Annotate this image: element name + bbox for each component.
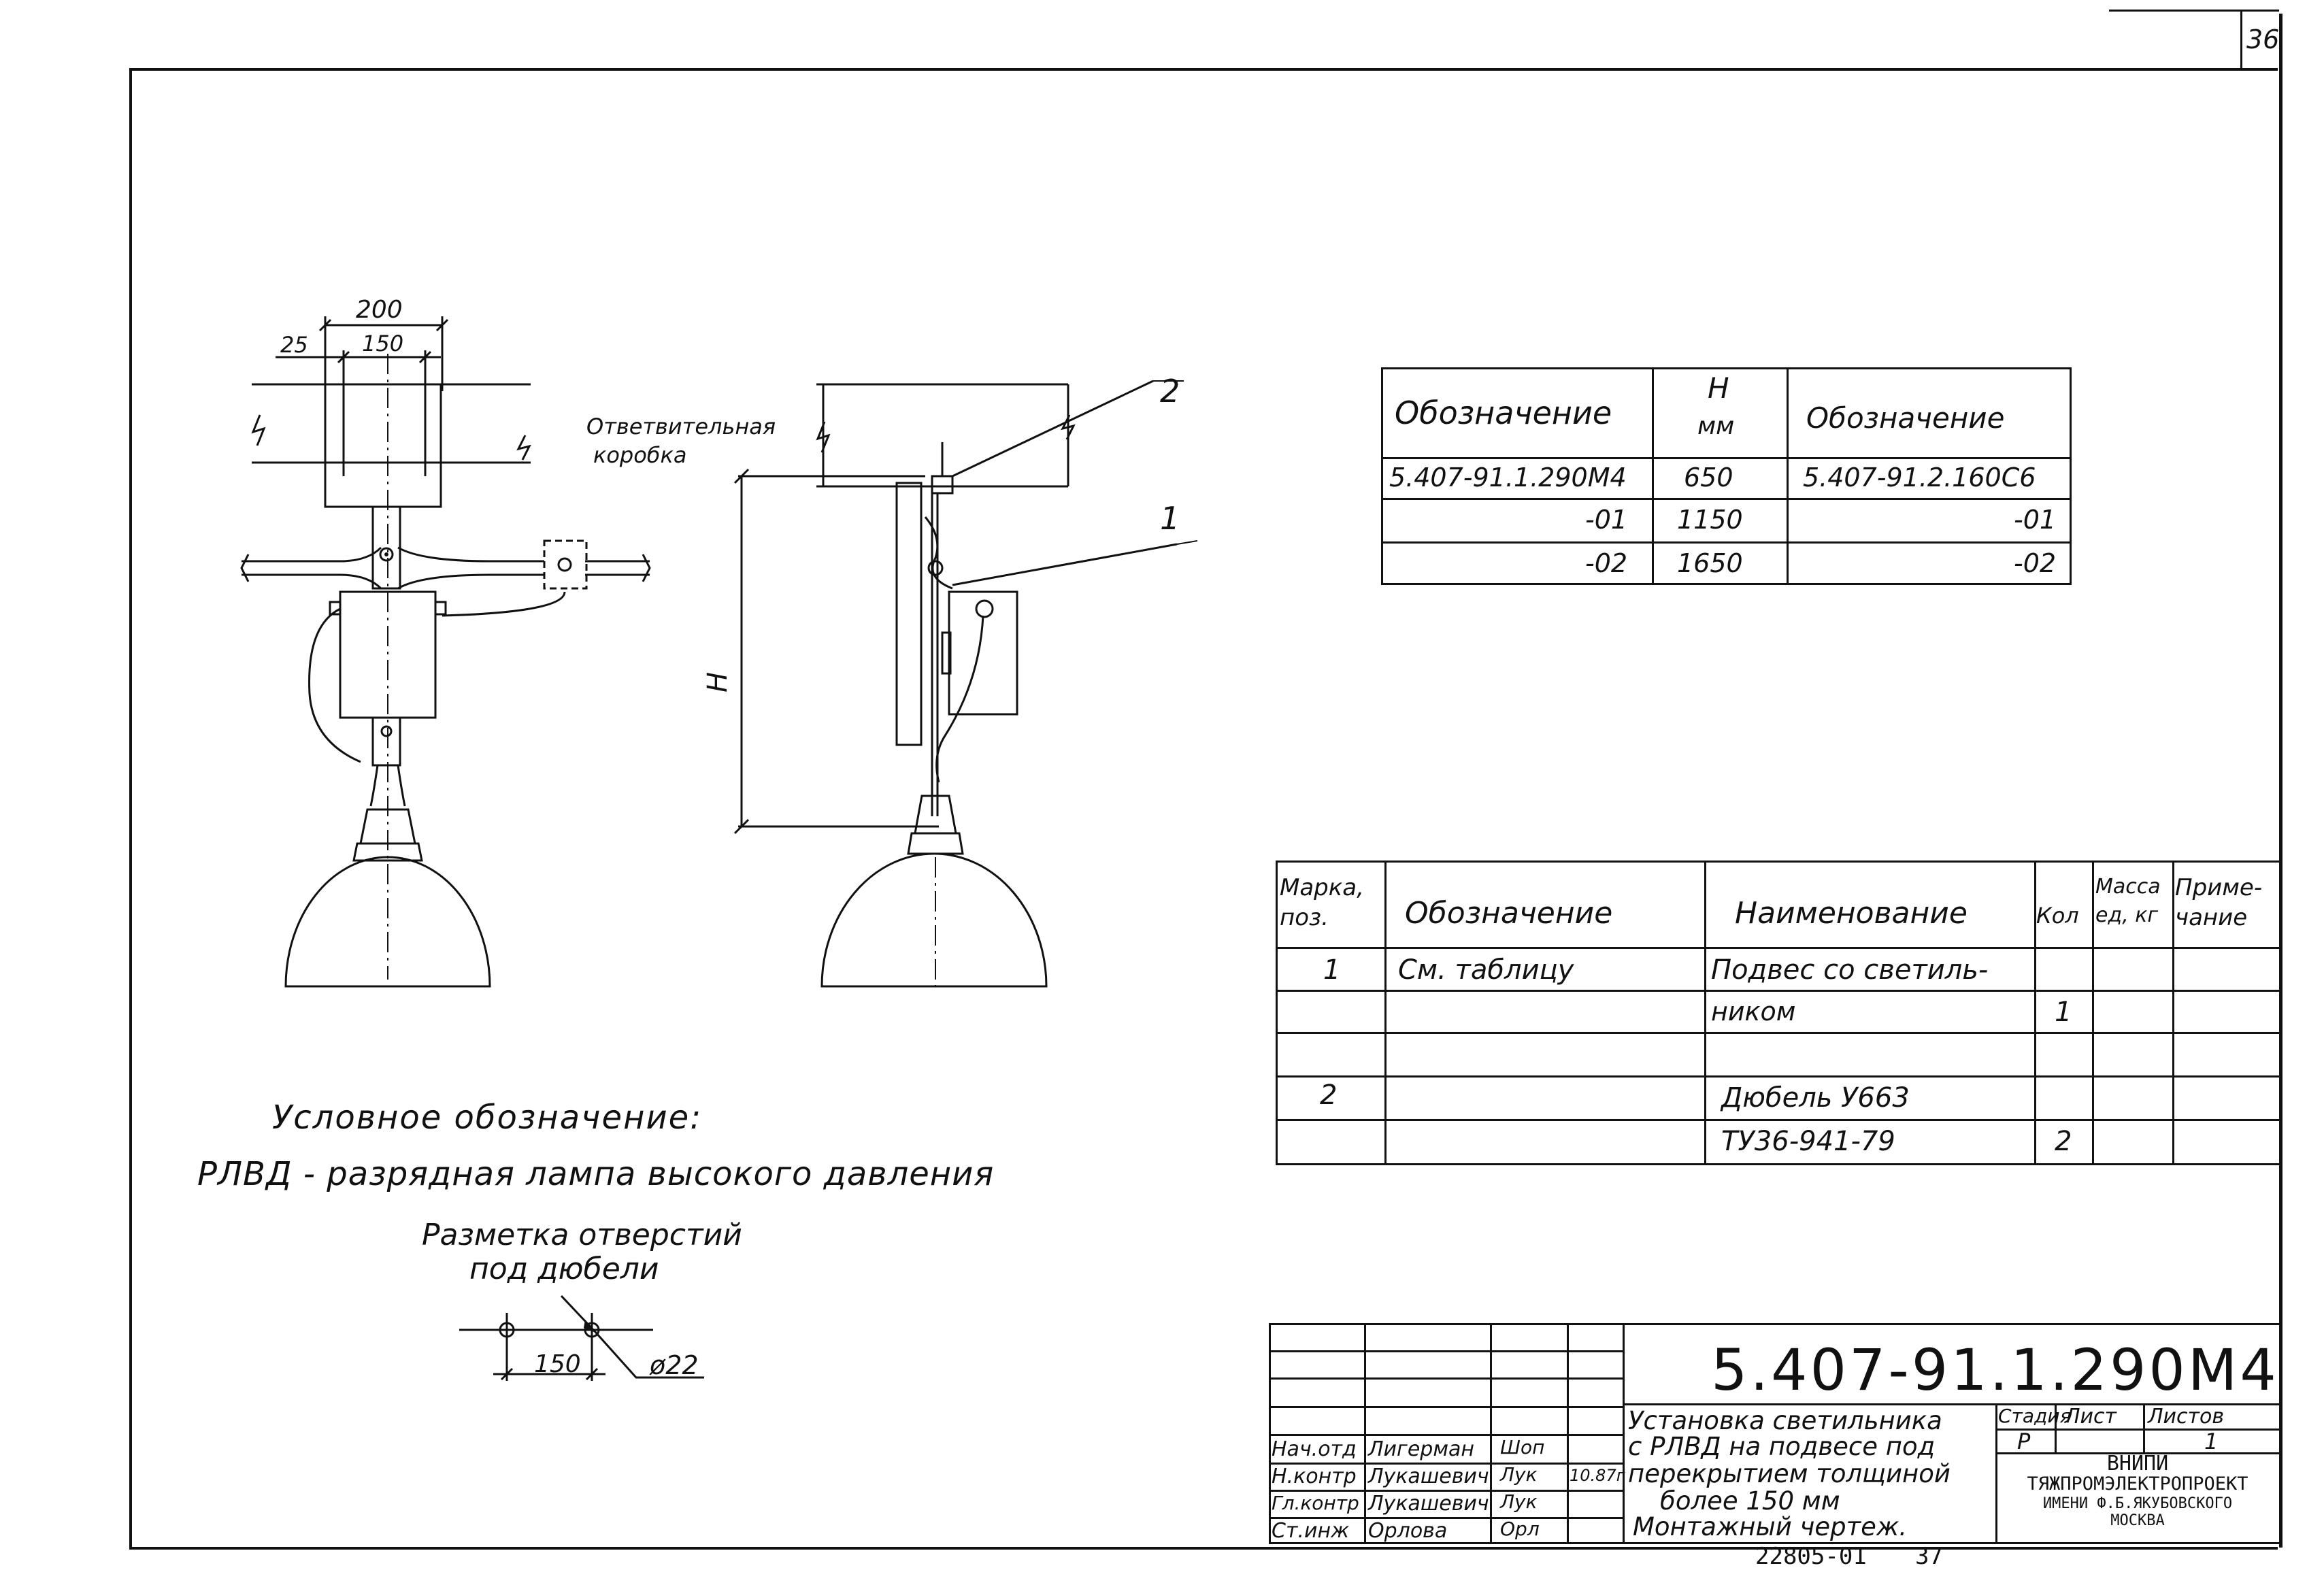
signer-2-role: Н.контр [1272, 1465, 1357, 1488]
callout-1: 1 [1160, 500, 1180, 537]
org-line-3: ИМЕНИ Ф.Б.ЯКУБОВСКОГО [2042, 1495, 2233, 1512]
spec-header-mark: Марка, поз. [1280, 874, 1364, 931]
spec-header-designation: Обозначение [1405, 896, 1613, 931]
org-line-4: МОСКВА [2110, 1512, 2165, 1529]
h-table-row1-code2: 5.407-91.2.160С6 [1803, 463, 2036, 492]
spec-row2-name: ником [1711, 997, 1796, 1026]
title-block: 5.407-91.1.290М4 Установка светильника с… [1269, 1323, 2279, 1548]
legend-text: РЛВД - разрядная лампа высокого давления [197, 1155, 995, 1193]
signer-1-role: Нач.отд [1272, 1437, 1357, 1461]
signer-4-name: Орлова [1368, 1519, 1448, 1543]
callout-2: 2 [1160, 373, 1180, 410]
title-line-5: Монтажный чертеж. [1633, 1512, 1908, 1541]
h-table-row1-code: 5.407-91.1.290М4 [1389, 463, 1627, 492]
signer-2-name: Лукашевич [1368, 1465, 1489, 1488]
spec-row5-name: ТУ36-941-79 [1721, 1126, 1895, 1157]
spec-row5-qty: 2 [2055, 1126, 2072, 1157]
signer-2-date: 10.87г [1570, 1466, 1625, 1485]
holes-spacing: 150 [534, 1350, 581, 1378]
title-line-1: Установка светильника [1628, 1406, 1942, 1435]
drawing-frame [129, 68, 2278, 1550]
h-table-row2-code: -01 [1585, 505, 1628, 535]
spec-header-name: Наименование [1735, 896, 1968, 931]
height-table: Обозначение H мм Обозначение 5.407-91.1.… [1381, 367, 2072, 585]
sheet-box-left [2240, 10, 2242, 68]
archive-number: 22805-01 [1755, 1543, 1867, 1570]
h-table-row3-code: -02 [1585, 548, 1628, 578]
junction-box-shape [543, 539, 588, 590]
frame-right-border [2279, 14, 2282, 1548]
spec-header-note: Приме- чание [2175, 874, 2263, 931]
h-table-row2-code2: -01 [2014, 505, 2057, 535]
signer-4-role: Ст.инж [1272, 1519, 1350, 1543]
org-line-1: ВНИПИ [2106, 1452, 2169, 1475]
stage-value: Р [2017, 1429, 2031, 1454]
holes-diameter: ø22 [650, 1350, 699, 1380]
h-table-header-designation: Обозначение [1395, 395, 1612, 431]
h-table-row1-h: 650 [1684, 463, 1733, 492]
document-code: 5.407-91.1.290М4 [1711, 1337, 2279, 1403]
side-mounting-strip [895, 482, 923, 746]
spec-row4-pos: 2 [1320, 1080, 1338, 1111]
signer-3-signature: Лук [1500, 1490, 1538, 1513]
spec-row1-pos: 1 [1323, 954, 1341, 986]
h-table-row3-code2: -02 [2014, 548, 2057, 578]
h-table-row3-h: 1650 [1677, 548, 1743, 578]
holes-title-line1: Разметка отверстий [422, 1218, 742, 1252]
signer-2-signature: Лук [1500, 1463, 1538, 1486]
h-table-header-designation-2: Обозначение [1806, 401, 2005, 435]
title-line-2: с РЛВД на подвесе под [1628, 1432, 1936, 1461]
signer-3-name: Лукашевич [1368, 1492, 1489, 1516]
specification-table: Марка, поз. Обозначение Наименование Кол… [1276, 861, 2279, 1167]
sheets-value: 1 [2204, 1429, 2219, 1454]
dim-total-width: 200 [356, 296, 403, 324]
junction-box-label-2: коробка [593, 442, 687, 468]
signer-3-role: Гл.контр [1272, 1492, 1359, 1514]
signer-1-signature: Шоп [1500, 1436, 1545, 1458]
front-shade [284, 856, 491, 988]
h-table-header-unit: мм [1697, 412, 1735, 440]
signer-1-name: Лигерман [1368, 1437, 1474, 1461]
sheet-label: Лист [2065, 1405, 2117, 1429]
holes-title-line2: под дюбели [469, 1252, 659, 1286]
frame-top-stub [2109, 10, 2279, 12]
spec-header-qty: Кол [2036, 903, 2079, 929]
sheet-number: 36 [2246, 24, 2280, 54]
signer-4-signature: Орл [1500, 1518, 1540, 1540]
organization-name: ВНИПИ ТЯЖПРОМЭЛЕКТРОПРОЕКТ ИМЕНИ Ф.Б.ЯКУ… [1998, 1454, 2277, 1529]
title-line-3: перекрытием толщиной [1628, 1459, 1950, 1488]
side-shade [820, 852, 1048, 988]
title-line-4: более 150 мм [1660, 1486, 1840, 1516]
h-table-header-h: H [1708, 371, 1729, 405]
archive-page: 37 [1915, 1543, 1943, 1570]
junction-box-label-1: Ответвительная [586, 414, 776, 439]
dim-anchor-spacing: 150 [362, 331, 404, 356]
stage-label: Стадия [1998, 1405, 2072, 1427]
legend-title: Условное обозначение: [272, 1099, 703, 1137]
spec-row2-qty: 1 [2055, 997, 2072, 1028]
org-line-2: ТЯЖПРОМЭЛЕКТРОПРОЕКТ [2027, 1473, 2248, 1494]
h-table-row2-h: 1150 [1677, 505, 1743, 535]
dim-left-offset: 25 [280, 332, 308, 358]
spec-row1-name: Подвес со светиль- [1711, 954, 1989, 986]
spec-row1-designation: См. таблицу [1398, 954, 1574, 986]
spec-header-mass: Масса ед, кг [2095, 875, 2161, 927]
sheets-label: Листов [2148, 1405, 2225, 1429]
spec-row4-name: Дюбель У663 [1721, 1082, 1910, 1114]
side-ballast-box [948, 590, 1018, 716]
height-dimension-label: H [702, 671, 734, 693]
